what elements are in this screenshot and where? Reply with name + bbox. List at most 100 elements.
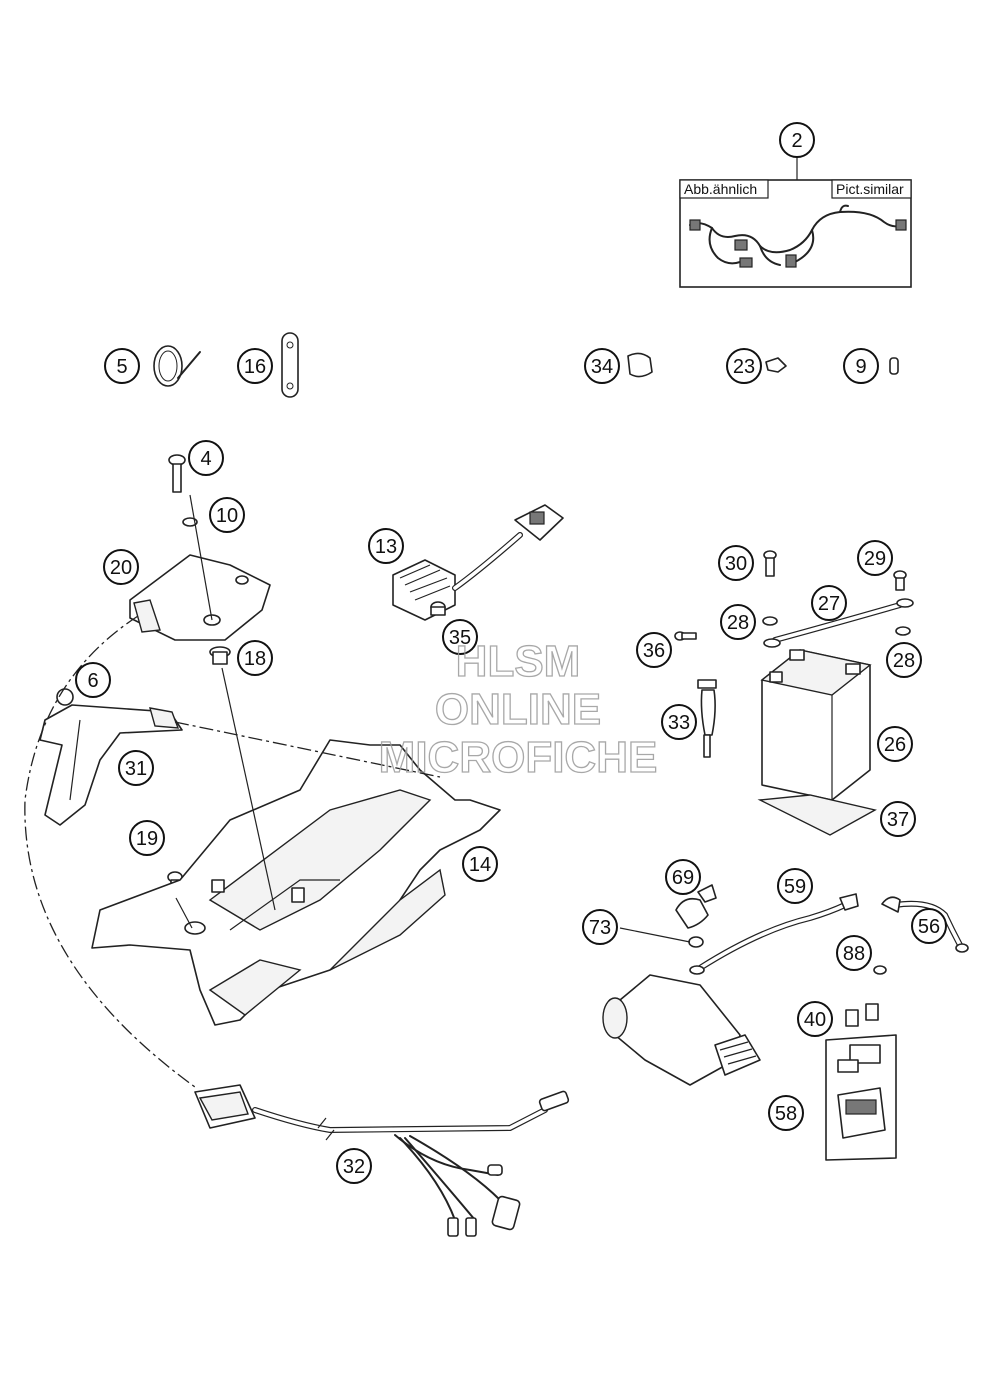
screw-part-88 xyxy=(873,965,887,975)
svg-text:30: 30 xyxy=(725,553,747,575)
battery-part-26 xyxy=(760,649,872,801)
relay-part-58 xyxy=(825,1034,897,1161)
nut-part-73 xyxy=(688,936,704,948)
svg-text:20: 20 xyxy=(110,557,132,579)
svg-text:32: 32 xyxy=(343,1156,365,1178)
callout-33: 33 xyxy=(661,704,697,740)
callout-69: 69 xyxy=(665,859,701,895)
svg-text:14: 14 xyxy=(469,854,491,876)
callout-35: 35 xyxy=(442,619,478,655)
washer-part-10 xyxy=(182,517,198,527)
svg-text:33: 33 xyxy=(668,712,690,734)
washer-part-28b xyxy=(895,626,911,636)
watermark-line-2: ONLINE xyxy=(435,685,601,734)
callout-9: 9 xyxy=(843,348,879,384)
svg-text:18: 18 xyxy=(244,648,266,670)
assembly-line-grommet xyxy=(221,667,276,911)
callout-36: 36 xyxy=(636,632,672,668)
callout-40: 40 xyxy=(797,1001,833,1037)
svg-text:4: 4 xyxy=(200,448,211,470)
starter-motor xyxy=(602,974,761,1086)
assembly-line-cdi-to-connector xyxy=(24,615,196,1088)
callout-37: 37 xyxy=(880,801,916,837)
assembly-line-bracket xyxy=(174,721,441,778)
nut-part-35 xyxy=(430,601,446,616)
starter-cable-part-59 xyxy=(689,893,859,975)
svg-text:19: 19 xyxy=(136,828,158,850)
callout-28-right: 28 xyxy=(886,642,922,678)
callout-29: 29 xyxy=(857,540,893,576)
callout-32: 32 xyxy=(336,1148,372,1184)
watermark-line-1: HLSM xyxy=(456,637,581,686)
voltage-regulator-part-13 xyxy=(392,504,564,621)
grommet-part-18 xyxy=(209,646,231,665)
assembly-line-cdi-screw xyxy=(189,494,213,621)
svg-text:6: 6 xyxy=(87,670,98,692)
callout-20: 20 xyxy=(103,549,139,585)
cable-tie-part xyxy=(153,345,201,387)
svg-text:29: 29 xyxy=(864,548,886,570)
callout-6: 6 xyxy=(75,662,111,698)
callout-58: 58 xyxy=(768,1095,804,1131)
callout-34: 34 xyxy=(584,348,620,384)
battery-holder-part-14 xyxy=(91,739,501,1026)
clip-part-34 xyxy=(627,352,653,378)
svg-text:56: 56 xyxy=(918,916,940,938)
retaining-strap-part xyxy=(281,332,299,398)
screw-part-4 xyxy=(168,454,186,493)
callout-16: 16 xyxy=(237,348,273,384)
callout-31: 31 xyxy=(118,750,154,786)
watermark-line-3: MICROFICHE xyxy=(379,733,658,782)
battery-pad-part-37 xyxy=(757,794,877,836)
wiring-harness-part-32 xyxy=(194,1084,570,1237)
svg-text:5: 5 xyxy=(116,356,127,378)
note-label-left: Abb.ähnlich xyxy=(684,181,757,197)
bracket-part-31 xyxy=(39,704,183,826)
svg-text:26: 26 xyxy=(884,734,906,756)
callout-14: 14 xyxy=(462,846,498,882)
svg-text:73: 73 xyxy=(589,917,611,939)
svg-text:13: 13 xyxy=(375,536,397,558)
washer-part-28a xyxy=(762,616,778,626)
harness-note-box: Abb.ähnlich Pict.similar xyxy=(679,157,912,288)
callout-73: 73 xyxy=(582,909,618,945)
callout-2: 2 xyxy=(779,122,815,158)
svg-text:31: 31 xyxy=(125,758,147,780)
svg-text:2: 2 xyxy=(791,130,802,152)
callout-10: 10 xyxy=(209,497,245,533)
svg-text:28: 28 xyxy=(893,650,915,672)
assembly-line-screw19 xyxy=(175,897,193,929)
svg-text:40: 40 xyxy=(804,1009,826,1031)
callout-56: 56 xyxy=(911,908,947,944)
fuse-part-40 xyxy=(845,1003,879,1027)
callout-28-left: 28 xyxy=(720,604,756,640)
note-label-right: Pict.similar xyxy=(836,181,904,197)
cable-part-27 xyxy=(763,598,914,648)
callout-13: 13 xyxy=(368,528,404,564)
svg-text:34: 34 xyxy=(591,356,613,378)
callout-23: 23 xyxy=(726,348,762,384)
callout-26: 26 xyxy=(877,726,913,762)
screw-part-36 xyxy=(674,631,697,641)
callout-27: 27 xyxy=(811,585,847,621)
svg-text:59: 59 xyxy=(784,876,806,898)
callout-30: 30 xyxy=(718,545,754,581)
bulb-part-9 xyxy=(889,357,899,375)
svg-text:69: 69 xyxy=(672,867,694,889)
svg-text:58: 58 xyxy=(775,1103,797,1125)
callout-18: 18 xyxy=(237,640,273,676)
svg-text:9: 9 xyxy=(855,356,866,378)
svg-text:23: 23 xyxy=(733,356,755,378)
svg-text:36: 36 xyxy=(643,640,665,662)
ground-cable-part-56 xyxy=(881,896,969,953)
svg-text:16: 16 xyxy=(244,356,266,378)
clip-part-23 xyxy=(765,357,787,373)
screw-part-30 xyxy=(763,550,777,577)
callout-4: 4 xyxy=(188,440,224,476)
vent-tube-part-33 xyxy=(697,679,717,758)
svg-text:37: 37 xyxy=(887,809,909,831)
svg-text:88: 88 xyxy=(843,943,865,965)
callout-19: 19 xyxy=(129,820,165,856)
callout-88: 88 xyxy=(836,935,872,971)
